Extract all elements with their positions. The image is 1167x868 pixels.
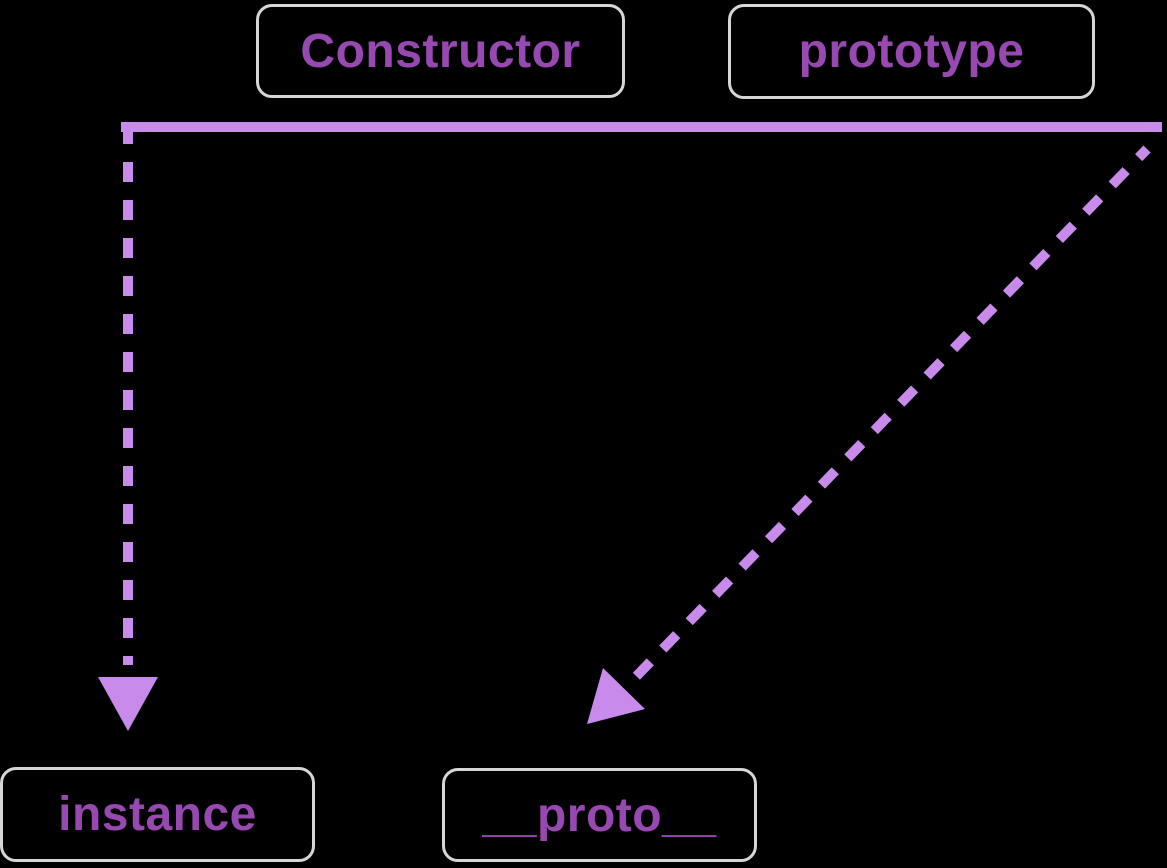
node-proto: __proto__ — [442, 768, 757, 862]
node-prototype: prototype — [728, 4, 1095, 99]
node-instance-label: instance — [58, 788, 257, 841]
instance-arrowhead-icon — [98, 677, 158, 731]
proto-arrowhead-icon — [587, 668, 645, 724]
node-proto-label: __proto__ — [482, 788, 717, 842]
node-constructor-label: Constructor — [300, 24, 581, 78]
node-constructor: Constructor — [256, 4, 625, 98]
node-prototype-label: prototype — [798, 25, 1025, 78]
prototype-to-proto-arrow-line — [621, 145, 1151, 692]
node-instance: instance — [0, 767, 315, 862]
